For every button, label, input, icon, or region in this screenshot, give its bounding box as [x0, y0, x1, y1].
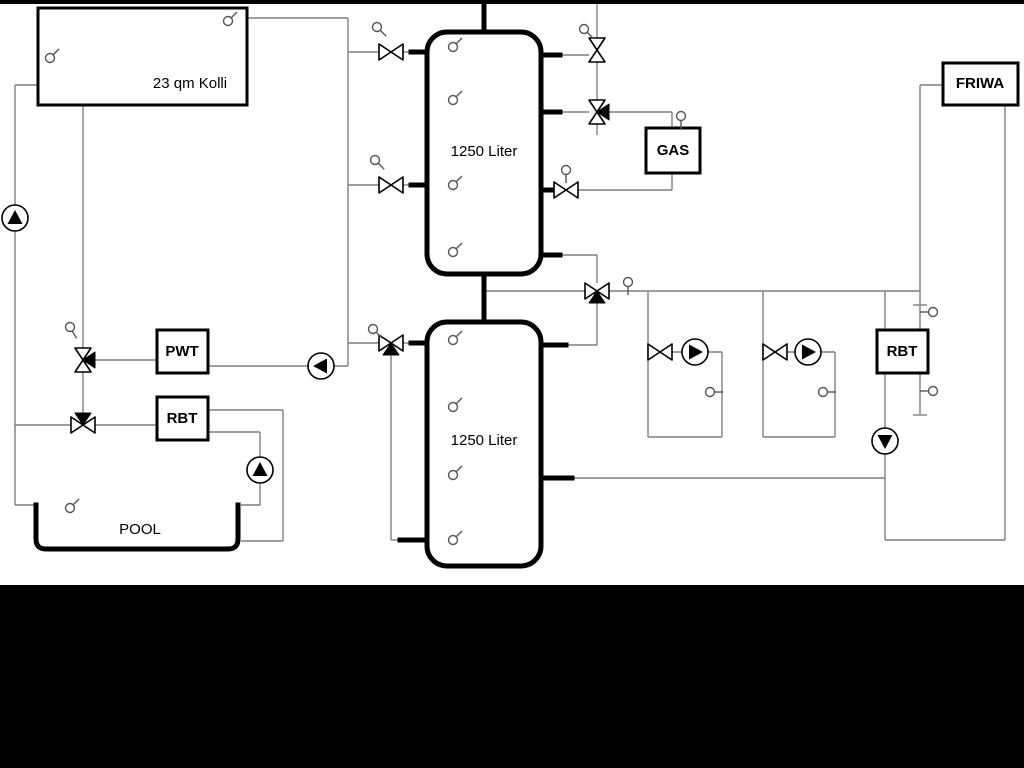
bottom-mask	[0, 585, 1024, 768]
gas-box	[644, 126, 702, 175]
buffer-tank-upper: 1250 Liter	[424, 29, 544, 277]
pwt-heat-exchanger: PWT	[155, 328, 210, 375]
rbt-label: RBT	[887, 343, 918, 360]
pool-basin	[33, 502, 241, 552]
rbt-heat-exchanger-solar: RBT	[155, 395, 210, 442]
solar-collector: 23 qm Kolli	[36, 6, 249, 107]
pump-up-icon	[1, 204, 29, 232]
friwa-box	[941, 61, 1020, 107]
thin-pipe-network	[14, 4, 1006, 542]
tank-body	[424, 319, 544, 569]
tank-label: 1250 Liter	[451, 432, 518, 449]
buffer-tank-lower: 1250 Liter	[424, 319, 544, 569]
pool-label: POOL	[119, 521, 161, 538]
pwt-label: PWT	[165, 343, 198, 360]
friwa-module: FRIWA	[941, 61, 1020, 107]
pump-down-icon	[871, 427, 899, 455]
pool: POOL	[33, 498, 241, 552]
gas-boiler: GAS	[644, 126, 702, 175]
valves	[70, 37, 788, 434]
pump-left-icon	[307, 352, 335, 380]
pump-right-icon	[794, 338, 822, 366]
top-border-bar	[0, 0, 1024, 4]
rbt-heat-exchanger-right: RBT	[875, 328, 930, 375]
rbt-box	[155, 395, 210, 442]
pump-up-icon	[246, 456, 274, 484]
rbt-label: RBT	[167, 410, 198, 427]
valve-branch	[596, 103, 610, 121]
rbt-box	[875, 328, 930, 375]
pump-right-icon	[681, 338, 709, 366]
valve-branch	[382, 342, 400, 356]
pwt-box	[155, 328, 210, 375]
collector-box	[36, 6, 249, 107]
valve-branch	[82, 351, 96, 369]
tank-body	[424, 29, 544, 277]
friwa-label: FRIWA	[956, 75, 1004, 92]
collector-label: 23 qm Kolli	[153, 75, 227, 92]
valve-branch	[74, 412, 92, 426]
gas-label: GAS	[657, 142, 690, 159]
tank-label: 1250 Liter	[451, 143, 518, 160]
valve-branch	[588, 290, 606, 304]
